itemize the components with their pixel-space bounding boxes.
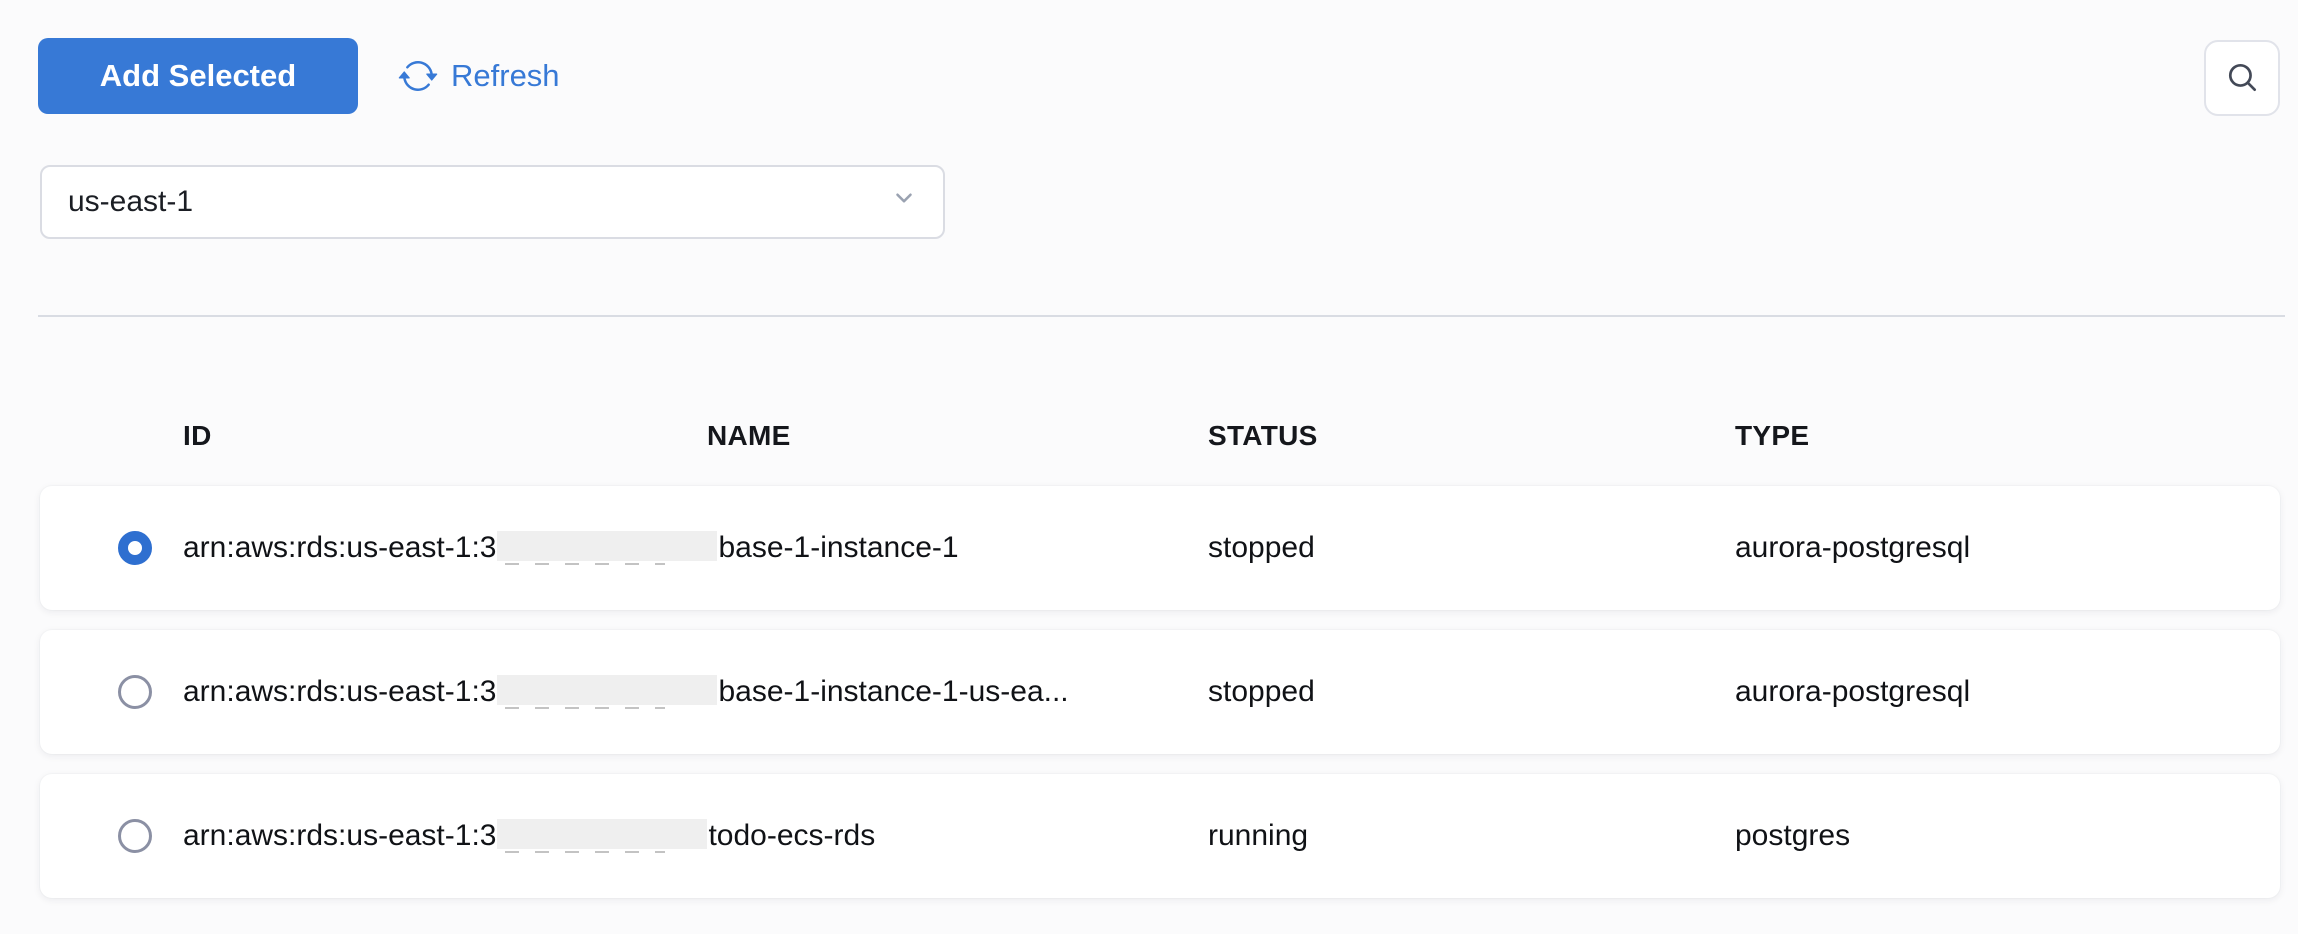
instance-name: todo-ecs-rds: [708, 819, 876, 852]
redaction-overlay: [497, 675, 718, 709]
search-button[interactable]: [2204, 40, 2280, 116]
instance-arn-cell: arn:aws:rds:us-east-1:3 base-1-instance-…: [183, 675, 1069, 709]
add-selected-button[interactable]: Add Selected: [38, 38, 358, 114]
radio-button[interactable]: [118, 675, 152, 709]
status-cell: running: [1208, 819, 1309, 852]
refresh-icon: [398, 56, 438, 96]
column-header-id: ID: [183, 420, 212, 451]
table-row[interactable]: arn:aws:rds:us-east-1:3 todo-ecs-rds run…: [40, 774, 2280, 898]
type-cell: postgres: [1735, 819, 1851, 852]
status-cell: stopped: [1208, 531, 1315, 564]
arn-prefix: arn:aws:rds:us-east-1:3: [183, 819, 497, 852]
instance-name: base-1-instance-1: [718, 531, 959, 564]
type-cell: aurora-postgresql: [1735, 531, 1971, 564]
redaction-overlay: [497, 819, 708, 853]
column-header-name: NAME: [707, 420, 791, 451]
table-row[interactable]: arn:aws:rds:us-east-1:3 base-1-instance-…: [40, 486, 2280, 610]
type-cell: aurora-postgresql: [1735, 675, 1971, 708]
section-divider: [38, 315, 2285, 317]
column-header-status: STATUS: [1208, 420, 1318, 451]
arn-prefix: arn:aws:rds:us-east-1:3: [183, 531, 497, 564]
instance-name: base-1-instance-1-us-ea...: [718, 675, 1069, 708]
column-header-type: TYPE: [1735, 420, 1810, 451]
instance-arn-cell: arn:aws:rds:us-east-1:3 base-1-instance-…: [183, 531, 959, 565]
table-row[interactable]: arn:aws:rds:us-east-1:3 base-1-instance-…: [40, 630, 2280, 754]
refresh-label: Refresh: [451, 58, 560, 93]
search-icon: [2223, 58, 2261, 99]
radio-button[interactable]: [118, 531, 152, 565]
redaction-overlay: [497, 531, 718, 565]
refresh-button[interactable]: Refresh: [398, 44, 560, 108]
status-cell: stopped: [1208, 675, 1315, 708]
instance-arn-cell: arn:aws:rds:us-east-1:3 todo-ecs-rds: [183, 819, 875, 853]
chevron-down-icon: [891, 185, 917, 219]
region-select-value: us-east-1: [68, 185, 194, 218]
radio-button[interactable]: [118, 819, 152, 853]
region-select[interactable]: us-east-1: [40, 165, 945, 239]
arn-prefix: arn:aws:rds:us-east-1:3: [183, 675, 497, 708]
